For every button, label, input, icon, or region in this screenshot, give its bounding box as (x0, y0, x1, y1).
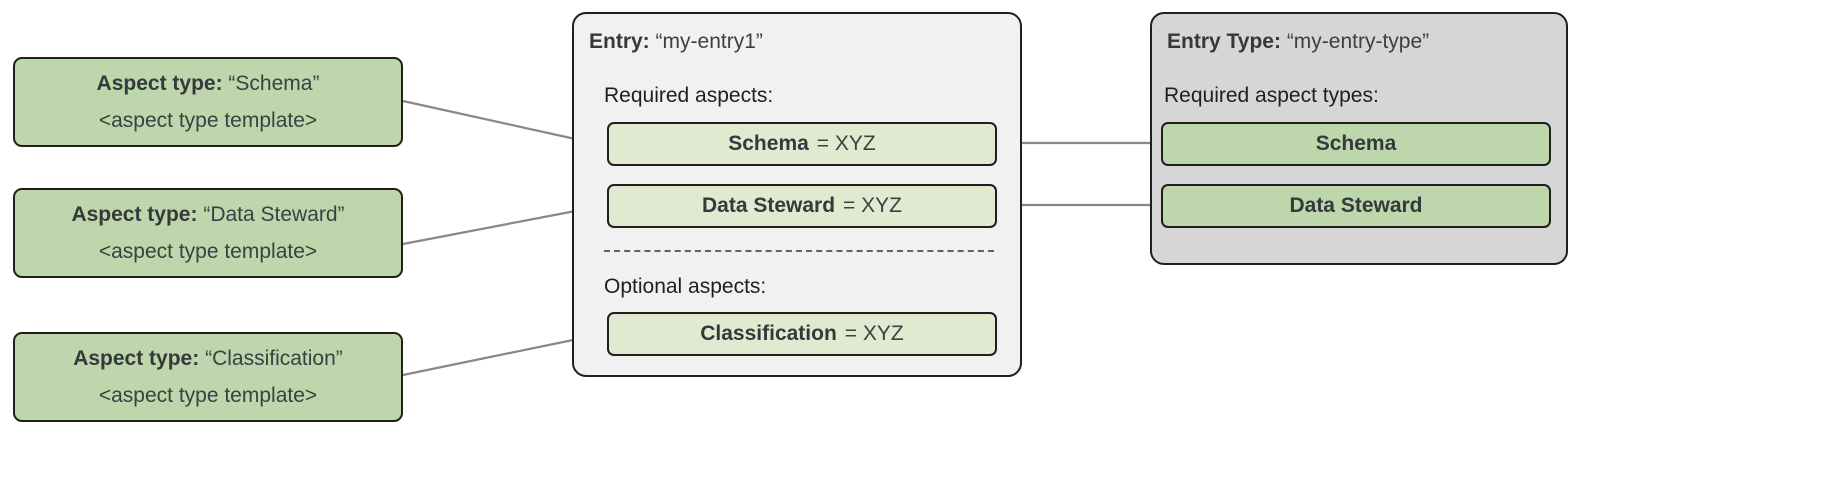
aspect-name: Classification (700, 322, 837, 345)
aspect-type-label: Aspect type: (71, 202, 198, 226)
entry-optional-aspect-classification[interactable]: Classification = XYZ (607, 312, 997, 356)
aspect-type-label: Aspect type: (96, 71, 223, 95)
aspect-type-title: Aspect type: “Schema” (97, 72, 320, 96)
entry-type-title-label: Entry Type: (1167, 30, 1281, 53)
entry-type-panel[interactable]: Entry Type: “my-entry-type” Required asp… (1150, 12, 1568, 265)
aspect-name: Schema (728, 132, 809, 155)
aspect-type-card-data-steward[interactable]: Aspect type: “Data Steward” <aspect type… (13, 188, 403, 278)
aspect-value: = XYZ (843, 194, 902, 217)
aspect-type-name: “Data Steward” (203, 202, 345, 226)
entry-type-required-label: Required aspect types: (1164, 84, 1379, 107)
entry-type-required-aspect-schema[interactable]: Schema (1161, 122, 1551, 166)
aspect-value: = XYZ (844, 322, 904, 345)
entry-required-aspect-data-steward[interactable]: Data Steward = XYZ (607, 184, 997, 228)
aspect-value: = XYZ (816, 132, 876, 155)
aspect-name: Data Steward (702, 194, 836, 217)
entry-sections-divider (604, 250, 994, 252)
entry-type-required-aspect-data-steward[interactable]: Data Steward (1161, 184, 1551, 228)
entry-type-panel-title: Entry Type: “my-entry-type” (1167, 30, 1429, 54)
aspect-type-title: Aspect type: “Classification” (73, 347, 343, 371)
aspect-type-card-schema[interactable]: Aspect type: “Schema” <aspect type templ… (13, 57, 403, 147)
aspect-type-template: <aspect type template> (98, 108, 318, 132)
entry-title-label: Entry: (589, 30, 650, 53)
aspect-type-template: <aspect type template> (98, 239, 318, 263)
entry-type-title-name: “my-entry-type” (1286, 30, 1430, 53)
aspect-type-title: Aspect type: “Data Steward” (71, 203, 344, 227)
aspect-type-card-classification[interactable]: Aspect type: “Classification” <aspect ty… (13, 332, 403, 422)
aspect-type-name: “Classification” (205, 346, 343, 370)
aspect-type-label: Aspect type: (73, 346, 200, 370)
entry-panel-title: Entry: “my-entry1” (589, 30, 763, 54)
aspect-type-name: “Schema” (228, 71, 320, 95)
aspect-type-template: <aspect type template> (98, 383, 318, 407)
entry-optional-aspects-label: Optional aspects: (604, 275, 767, 298)
entry-panel[interactable]: Entry: “my-entry1” Required aspects: Sch… (572, 12, 1022, 377)
entry-required-aspects-label: Required aspects: (604, 84, 774, 107)
entry-required-aspect-schema[interactable]: Schema = XYZ (607, 122, 997, 166)
entry-title-name: “my-entry1” (655, 30, 763, 53)
